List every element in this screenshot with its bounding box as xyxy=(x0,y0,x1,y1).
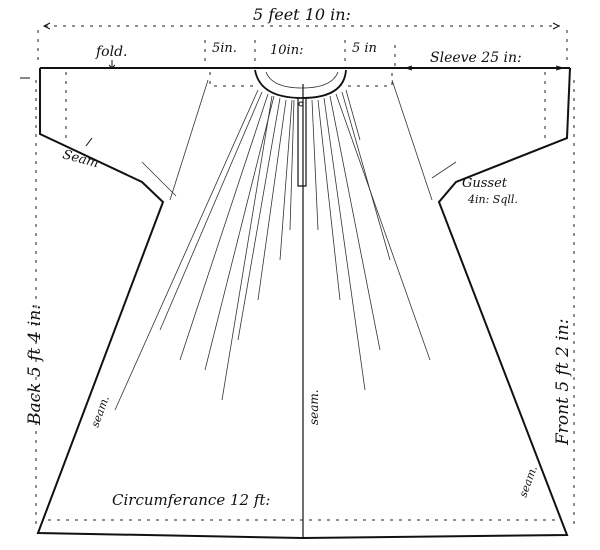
neck-label: 10in: xyxy=(270,43,303,58)
gusset-label: Gusset xyxy=(462,176,508,191)
length-dimension-lines xyxy=(20,77,575,530)
width-dimension-line xyxy=(37,22,568,66)
width-label: 5 feet 10 in: xyxy=(253,5,351,24)
shoulder-right-label: 5 in xyxy=(352,41,377,56)
seam-pointer xyxy=(85,137,93,147)
sleeve-label: Sleeve 25 in: xyxy=(430,50,522,66)
seam-center-label: seam. xyxy=(307,389,321,425)
neckline xyxy=(254,69,347,187)
gather-lines xyxy=(114,89,431,411)
back-length-label: Back 5 ft 4 in: xyxy=(25,304,45,426)
gusset-size-label: 4in: Sqll. xyxy=(467,193,518,206)
fold-arrow-icon xyxy=(108,60,116,69)
fold-label: fold. xyxy=(95,44,128,60)
garment-outline xyxy=(36,67,571,540)
front-length-label: Front 5 ft 2 in: xyxy=(553,319,573,446)
seam-left-label: seam. xyxy=(89,394,112,429)
circumference-label: Circumferance 12 ft: xyxy=(112,491,270,509)
seam-right-label: seam. xyxy=(517,464,540,499)
button-icon xyxy=(298,101,304,107)
shoulder-left-label: 5in. xyxy=(212,41,237,56)
seam-sleeve-label: Seam xyxy=(61,147,100,171)
